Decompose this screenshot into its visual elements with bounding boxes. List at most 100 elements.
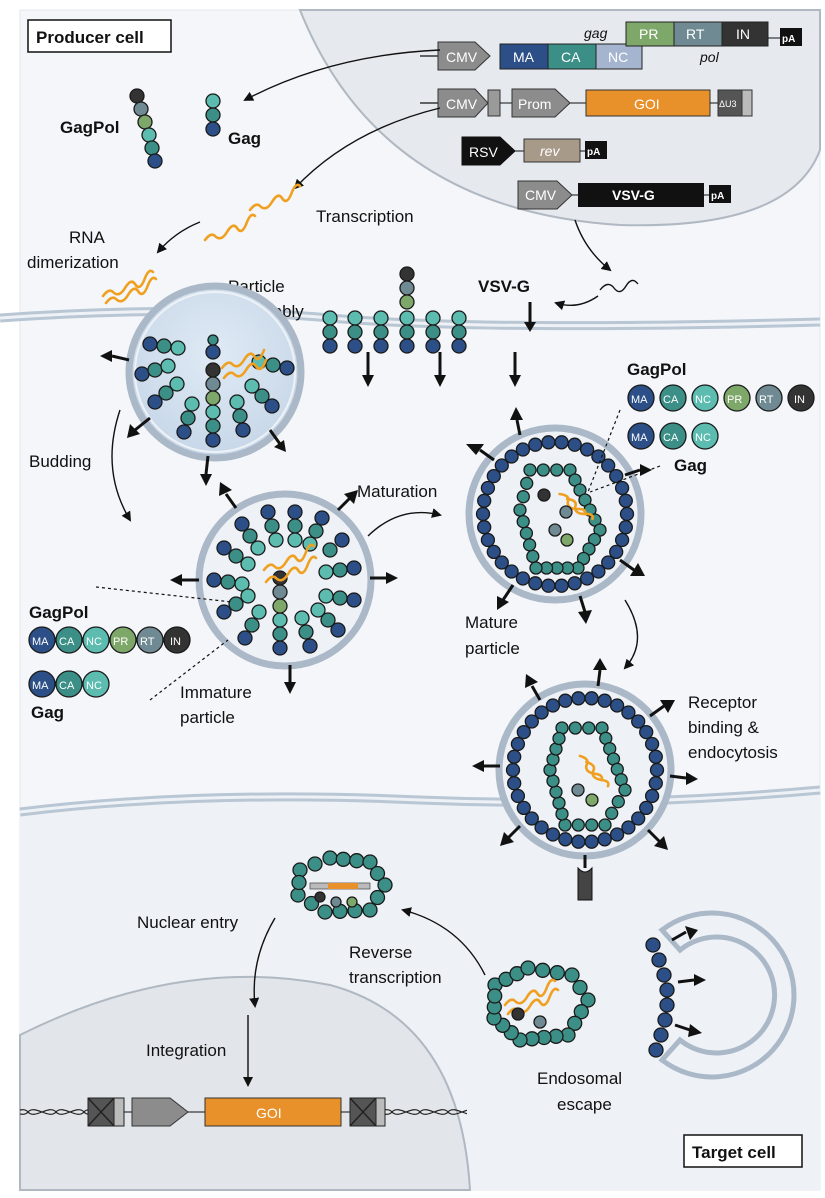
endosomal-escape-label-2: escape bbox=[557, 1095, 612, 1114]
reverse-label-2: transcription bbox=[349, 968, 442, 987]
protein-bead bbox=[648, 776, 663, 791]
protein-bead bbox=[307, 856, 323, 872]
immature-label-2: particle bbox=[180, 708, 235, 727]
protein-bead bbox=[631, 714, 646, 729]
protein-bead bbox=[597, 832, 612, 847]
protein-bead bbox=[516, 800, 531, 816]
protein-bead bbox=[535, 962, 551, 978]
protein-bead bbox=[609, 827, 625, 842]
producer-cell-label: Producer cell bbox=[36, 28, 144, 47]
protein-bead bbox=[516, 724, 531, 740]
rna-strand-1 bbox=[203, 213, 257, 242]
protein-bead bbox=[564, 967, 580, 983]
nuclear-entry-label: Nuclear entry bbox=[137, 913, 239, 932]
protein-bead bbox=[486, 544, 501, 560]
integrated-provirus: GOI bbox=[20, 1097, 467, 1127]
protein-bead bbox=[507, 776, 522, 791]
protein-bead bbox=[292, 862, 308, 878]
protein-bead bbox=[507, 749, 522, 764]
vsvg-mrna bbox=[599, 279, 639, 293]
protein-bead bbox=[477, 520, 492, 535]
protein-bead bbox=[611, 795, 625, 809]
released-core bbox=[486, 960, 596, 1048]
protein-bead bbox=[369, 889, 386, 906]
protein-bead bbox=[534, 705, 549, 720]
budding-particle bbox=[100, 282, 305, 486]
legend-gagpol-mature: MA CA NC PR RT IN bbox=[627, 384, 815, 412]
protein-bead bbox=[644, 736, 660, 752]
protein-bead bbox=[335, 851, 351, 867]
protein-bead bbox=[520, 476, 534, 490]
cmv-promoter-4: CMV bbox=[525, 187, 557, 203]
protein-bead bbox=[377, 877, 393, 893]
binding-particle bbox=[472, 658, 698, 901]
cmv-promoter-1: CMV bbox=[446, 49, 478, 65]
protein-bead bbox=[579, 571, 595, 586]
protein-bead bbox=[609, 698, 625, 713]
protein-bead bbox=[522, 538, 537, 552]
protein-bead bbox=[290, 887, 306, 903]
protein-bead bbox=[362, 902, 378, 918]
protein-bead bbox=[571, 818, 585, 832]
delta-u3: ΔU3 bbox=[719, 99, 737, 109]
vsvg-gene: VSV-G bbox=[612, 187, 655, 203]
protein-bead bbox=[513, 503, 527, 517]
protein-bead bbox=[549, 785, 563, 799]
protein-bead bbox=[554, 578, 569, 593]
rsv-promoter: RSV bbox=[469, 144, 498, 160]
mature-label-1: Mature bbox=[465, 613, 518, 632]
legend-gagpol-immature: MA CA NC PR RT IN bbox=[28, 626, 191, 654]
svg-text:NC: NC bbox=[86, 680, 102, 692]
protein-bead bbox=[639, 724, 654, 740]
pol-gene-label: pol bbox=[699, 49, 720, 65]
svg-text:RT: RT bbox=[140, 636, 155, 648]
protein-bead bbox=[618, 783, 632, 797]
protein-bead bbox=[649, 762, 665, 778]
arrow-to-vsvg bbox=[554, 295, 599, 311]
protein-bead bbox=[631, 811, 646, 826]
leader-gag-mature bbox=[589, 465, 661, 493]
protein-bead bbox=[597, 693, 612, 708]
transcription-label: Transcription bbox=[316, 207, 414, 226]
protein-bead bbox=[486, 468, 501, 484]
svg-text:RT: RT bbox=[759, 394, 774, 406]
protein-bead bbox=[505, 762, 521, 778]
transfer-construct: CMV Prom GOI ΔU3 bbox=[420, 88, 753, 118]
protein-bead bbox=[523, 463, 537, 477]
protein-bead bbox=[487, 988, 503, 1004]
protein-bead bbox=[545, 698, 561, 713]
gagpol-label-legend: GagPol bbox=[29, 603, 89, 622]
protein-bead bbox=[567, 437, 582, 452]
arrow-to-binding bbox=[623, 599, 639, 670]
rna-dimer-a bbox=[101, 269, 155, 298]
leader-gagpol-mature bbox=[587, 409, 621, 493]
protein-bead bbox=[584, 691, 599, 706]
protein-bead bbox=[568, 721, 582, 735]
rev-construct: RSV rev pA bbox=[461, 136, 607, 166]
protein-bead bbox=[516, 514, 530, 529]
protein-bead bbox=[639, 800, 654, 816]
protein-bead bbox=[601, 555, 616, 570]
arrow-to-dimer bbox=[156, 221, 201, 254]
protein-bead bbox=[549, 965, 565, 981]
protein-bead bbox=[644, 788, 660, 804]
protein-bead bbox=[555, 807, 569, 821]
protein-bead bbox=[618, 493, 633, 508]
target-cell-label-box: Target cell bbox=[683, 1134, 803, 1168]
protein-bead bbox=[558, 832, 573, 847]
protein-bead bbox=[567, 1015, 583, 1031]
protein-bead bbox=[477, 493, 492, 508]
rev-gene: rev bbox=[540, 143, 560, 159]
protein-bead bbox=[510, 736, 526, 752]
leader-gag-immature bbox=[149, 639, 229, 701]
protein-bead bbox=[494, 458, 509, 473]
goi-integrated: GOI bbox=[256, 1105, 282, 1121]
protein-bead bbox=[528, 437, 543, 452]
svg-text:CA: CA bbox=[663, 432, 679, 444]
svg-text:MA: MA bbox=[631, 432, 648, 444]
pa-3: pA bbox=[587, 147, 600, 158]
immature-particle bbox=[170, 482, 398, 694]
protein-bead bbox=[571, 834, 586, 849]
protein-bead bbox=[614, 532, 630, 548]
